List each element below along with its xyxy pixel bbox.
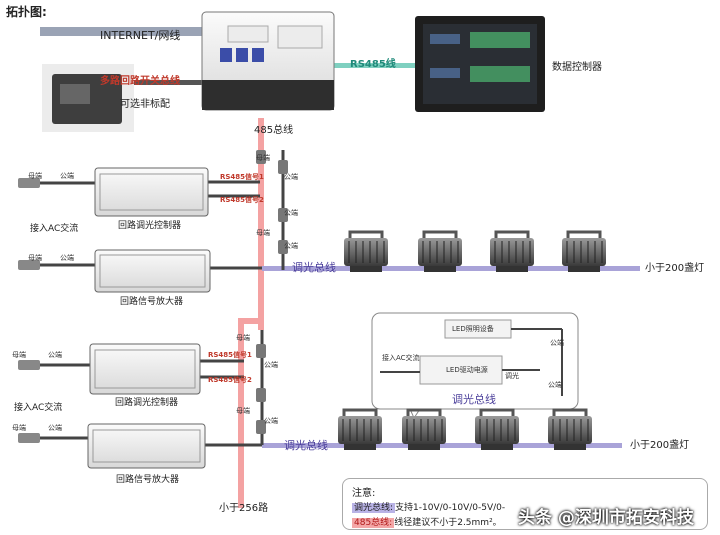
controller-label: 回路调光控制器 [118,221,182,231]
watermark: 头条 @深圳市拓安科技 [518,508,694,528]
male-label: 公端 [548,381,562,389]
optional-label: 可选非标配 [120,99,170,110]
male-label: 公端 [48,424,62,432]
note-line-2: 485总线:线径建议不小于2.5mm²。 [352,515,502,528]
note-line-1-text: 支持1-10V/0-10V/0-5V/0- [395,503,506,513]
female-label: 母端 [256,229,270,237]
dimming-bus-label: 调光总线 [292,261,336,274]
male-label: 公端 [60,254,74,262]
internet-cable [40,27,206,36]
female-label: 母端 [28,254,42,262]
detail-lamp-label: LED照明设备 [452,325,494,333]
note-line-1: 调光总线:支持1-10V/0-10V/0-5V/0- [352,500,505,513]
floodlight-lamp [475,408,519,450]
male-label: 公端 [284,209,298,217]
rs485-signal-2-label: RS485信号2 [208,376,252,384]
lamps [338,230,606,450]
rs485-signal-2-label: RS485信号2 [220,196,264,204]
rs485-bus-main [258,118,264,330]
internet-label: INTERNET/网线 [100,29,181,42]
rs485-signal-1-label: RS485信号1 [220,173,264,181]
controller-label: 回路调光控制器 [115,398,179,408]
rs485-bus-joint [238,318,264,324]
female-label: 母端 [12,351,26,359]
dimming-controller-1 [94,167,209,217]
page-title: 拓扑图: [6,5,47,19]
female-label: 母端 [12,424,26,432]
male-label: 公端 [550,339,564,347]
note-line-2-tag: 485总线: [352,518,395,528]
floodlight-lamp [562,230,606,272]
detail-ac-label: 接入AC交流 [382,354,420,362]
floodlight-lamp [344,230,388,272]
male-label: 公端 [284,173,298,181]
dimming-bus-2 [262,443,622,448]
rs485-line-label: RS485线 [350,59,396,70]
note-line-1-tag: 调光总线: [352,503,396,513]
detail-driver-label: LED驱动电源 [446,366,488,374]
floodlight-lamp [338,408,382,450]
note-line-2-text: 线径建议不小于2.5mm²。 [394,518,502,528]
amplifier-label: 回路信号放大器 [116,475,180,485]
female-label: 母端 [236,334,250,342]
gateway-device [201,11,335,111]
detail-dim-label: 调光 [505,372,519,380]
amplifier-label: 回路信号放大器 [120,297,184,307]
dimming-bus-label: 调光总线 [284,439,328,452]
male-label: 公端 [60,172,74,180]
note-title: 注意: [352,488,376,499]
floodlight-lamp [402,408,446,450]
male-label: 公端 [48,351,62,359]
female-label: 母端 [236,407,250,415]
male-label: 公端 [284,242,298,250]
female-label: 母端 [256,154,270,162]
floodlight-lamp [490,230,534,272]
optional-switch-module [42,64,134,132]
data-controller-screen [415,16,545,112]
female-label: 母端 [28,172,42,180]
bus-485-label: 485总线 [254,125,294,136]
lamp-count-label: 小于200盏灯 [630,440,690,451]
multi-switch-label: 多路回路开关总线 [100,76,180,87]
rs485-bus-lower [238,318,244,508]
male-label: 公端 [264,417,278,425]
floodlight-lamp [418,230,462,272]
optional-link [92,80,204,85]
detail-bus-label: 调光总线 [452,393,496,406]
rs485-teal-line [328,63,416,68]
detail-callout [371,312,579,420]
floodlight-lamp [548,408,592,450]
under-256-label: 小于256路 [219,503,269,514]
dimming-controller-2 [89,343,201,395]
signal-amplifier-1 [94,249,211,293]
note-box [342,478,708,530]
lamp-count-label: 小于200盏灯 [645,263,705,274]
plug-ends [18,178,40,443]
rs485-signal-1-label: RS485信号1 [208,351,252,359]
data-controller-label: 数据控制器 [552,62,602,73]
signal-amplifier-2 [87,423,206,469]
ac-label: 接入AC交流 [14,403,63,413]
male-label: 公端 [264,361,278,369]
ac-label: 接入AC交流 [30,224,79,234]
